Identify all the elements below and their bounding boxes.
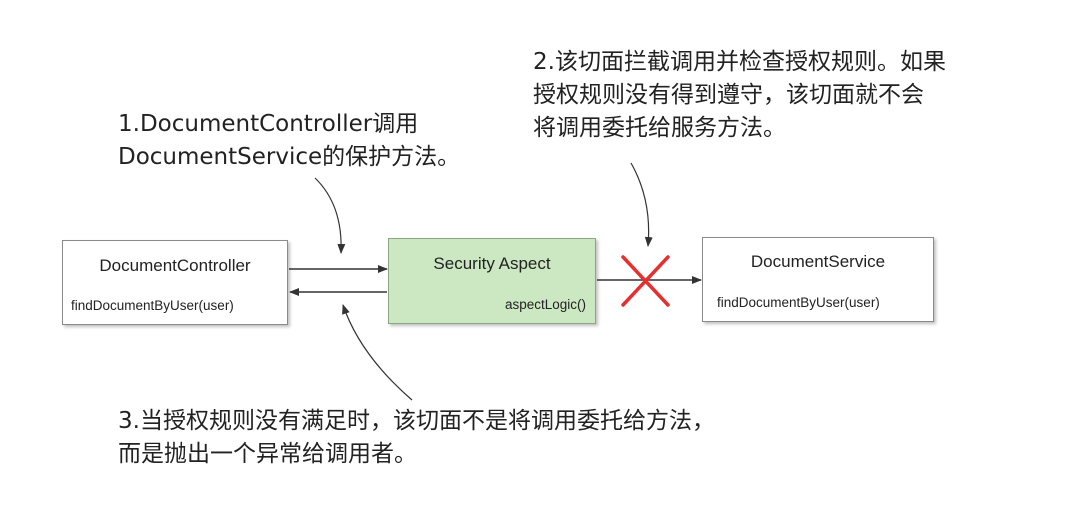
document-service-method: findDocumentByUser(user): [717, 295, 880, 310]
document-service-title: DocumentService: [750, 252, 886, 271]
note-2-pointer: [630, 162, 653, 247]
note-3-exception-thrown: 3.当授权规则没有满足时，该切面不是将调用委托给方法， 而是抛出一个异常给调用者…: [118, 405, 715, 471]
document-controller-box: DocumentController findDocumentByUser(us…: [62, 240, 288, 325]
security-aspect-title: Security Aspect: [433, 254, 551, 273]
security-aspect-method: aspectLogic(): [504, 297, 586, 312]
note-2-line-3: 将调用委托给服务方法。: [533, 115, 786, 141]
note-1-line-2: DocumentService的保护方法。: [118, 144, 461, 170]
note-3-line-1: 3.当授权规则没有满足时，该切面不是将调用委托给方法，: [118, 408, 715, 434]
security-aspect-box: Security Aspect aspectLogic(): [388, 238, 596, 324]
note-3-line-2: 而是抛出一个异常给调用者。: [118, 441, 417, 467]
note-3-pointer: [342, 304, 413, 401]
note-2-aspect-intercepts: 2.该切面拦截调用并检查授权规则。如果 授权规则没有得到遵守，该切面就不会 将调…: [533, 46, 946, 145]
red-x-icon: [621, 255, 670, 307]
note-2-line-1: 2.该切面拦截调用并检查授权规则。如果: [533, 49, 946, 75]
document-controller-method: findDocumentByUser(user): [71, 298, 234, 313]
document-controller-title: DocumentController: [99, 256, 251, 275]
document-service-box: DocumentService findDocumentByUser(user): [702, 237, 934, 322]
note-1-pointer: [314, 177, 346, 254]
note-2-line-2: 授权规则没有得到遵守，该切面就不会: [533, 82, 924, 108]
note-1-line-1: 1.DocumentController调用: [118, 111, 419, 137]
note-1-controller-call: 1.DocumentController调用 DocumentService的保…: [118, 108, 460, 174]
